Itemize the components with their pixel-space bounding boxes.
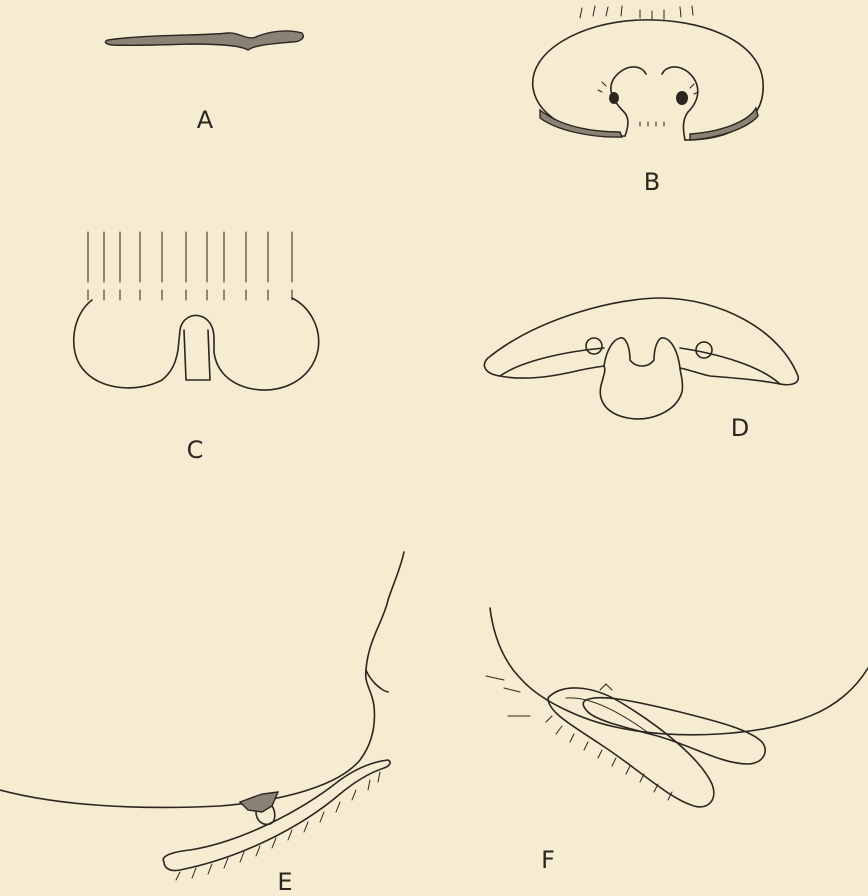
figure-c-label: C: [187, 436, 204, 464]
figure-b-spot-right: [676, 91, 688, 105]
figure-b-bristles: [580, 6, 693, 20]
figure-b-label: B: [644, 168, 660, 196]
figure-d-dot-right: [696, 342, 712, 358]
figure-f-lobe-inner: [566, 684, 650, 734]
figure-c-tube: [184, 330, 210, 380]
figure-c: C: [74, 232, 319, 464]
figure-b-shading: [540, 108, 758, 140]
figure-f-body-curve: [490, 608, 868, 735]
figure-e-label: E: [277, 868, 292, 896]
figure-f-lobe-upper: [583, 698, 765, 764]
figure-b-spot-left: [609, 92, 619, 104]
figure-b: B: [533, 6, 764, 196]
figure-d: D: [484, 298, 798, 442]
figure-e-tubercle: [240, 792, 278, 812]
figure-f-label: F: [541, 846, 555, 874]
figure-a-label: A: [197, 106, 214, 134]
figure-d-dot-left: [586, 338, 602, 354]
figure-c-outline: [74, 298, 319, 390]
figure-e-appendage: [163, 760, 390, 871]
figure-e: E: [0, 552, 404, 896]
figure-f: F: [486, 608, 868, 874]
figure-e-body-curve: [0, 552, 404, 807]
figure-d-label: D: [731, 414, 749, 442]
figure-a-bar: [105, 31, 303, 50]
figure-a: A: [105, 31, 303, 134]
figure-d-outline: [484, 298, 798, 419]
figure-c-lines: [88, 232, 292, 300]
figure-f-hairs: [546, 716, 672, 800]
